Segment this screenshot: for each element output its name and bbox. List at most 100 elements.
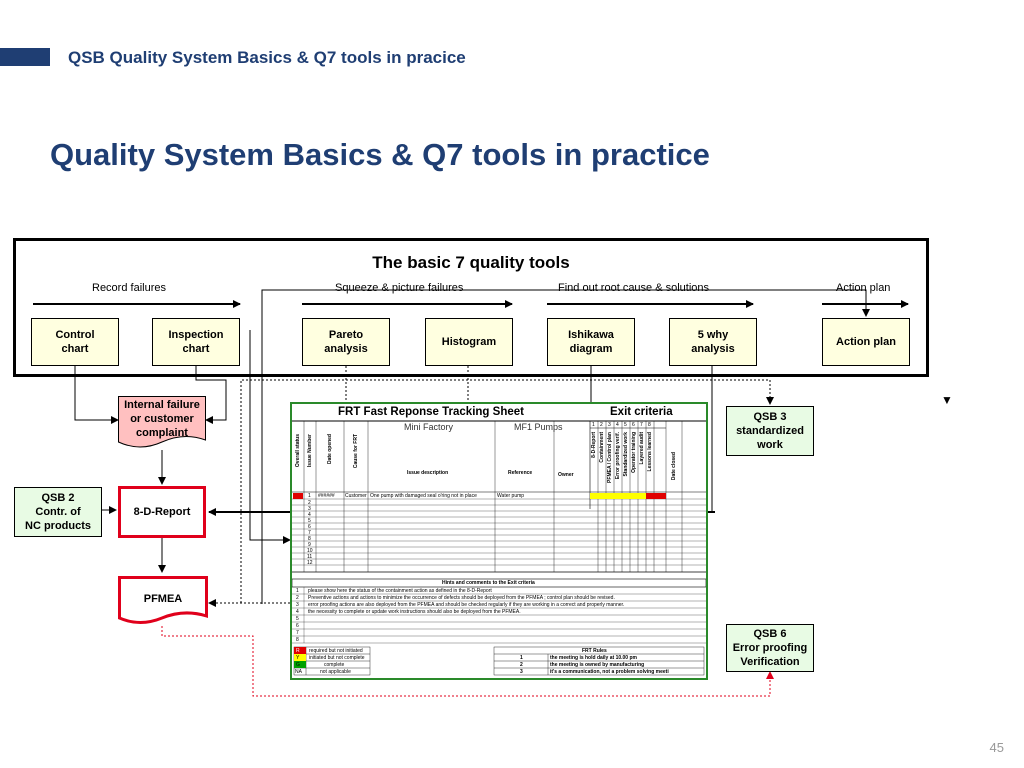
exit-number: 8 (648, 422, 651, 428)
rule-text: the meeting is owned by manufacturing (550, 662, 645, 668)
exit-number: 2 (600, 422, 603, 428)
hint-number: 4 (296, 609, 299, 615)
row-number: 7 (308, 530, 311, 536)
column-header: Overall status (295, 434, 301, 468)
sheet-title: FRT Fast Reponse Tracking Sheet (338, 406, 524, 418)
column-header: Issue Number (307, 434, 313, 468)
legend-code: NA (295, 669, 302, 675)
frt-tracking-sheet: FRT Fast Reponse Tracking Sheet Exit cri… (290, 402, 708, 680)
legend-text: required but not initiated (309, 648, 363, 654)
control-chart-box: Control chart (31, 318, 119, 366)
row-number: 9 (308, 542, 311, 548)
histogram-box: Histogram (425, 318, 513, 366)
eight-d-report-box: 8-D-Report (118, 486, 206, 538)
rule-number: 3 (520, 669, 523, 675)
exit-criteria-title: Exit criteria (610, 406, 673, 418)
ishikawa-diagram-box: Ishikawa diagram (547, 318, 635, 366)
hint-number: 1 (296, 588, 299, 594)
pfmea-shape (118, 576, 208, 624)
five-why-analysis-box: 5 why analysis (669, 318, 757, 366)
row-1-date: ###### (318, 493, 335, 499)
page-number: 45 (989, 740, 1004, 755)
row-number: 2 (308, 500, 311, 506)
sheet-subtitle-factory: Mini Factory (404, 422, 454, 432)
phase-label-action-plan: Action plan (836, 282, 891, 294)
row-1-number: 1 (308, 493, 311, 499)
column-header: Owner (558, 472, 574, 478)
exit-number: 3 (608, 422, 611, 428)
row-1-issue: One pump with damaged seal o'ring not in… (370, 493, 477, 499)
hint-text: error proofing actions are also deployed… (308, 602, 625, 608)
sheet-grid (292, 420, 706, 676)
hint-text: Preventive actions and actions to minimi… (308, 595, 615, 601)
row-number: 6 (308, 524, 311, 530)
sheet-subtitle-line: MF1 Pumps (514, 422, 563, 432)
row-number: 5 (308, 518, 311, 524)
internal-failure-shape (118, 396, 206, 448)
rule-number: 2 (520, 662, 523, 668)
legend-code: R (296, 648, 300, 654)
slide-header-title: QSB Quality System Basics & Q7 tools in … (68, 48, 466, 67)
exit-column-header: Date closed (671, 452, 677, 481)
hint-number: 6 (296, 623, 299, 629)
exit-number: 6 (632, 422, 635, 428)
hint-number: 3 (296, 602, 299, 608)
hint-number: 8 (296, 637, 299, 643)
qsb6-box: QSB 6 Error proofing Verification (726, 624, 814, 672)
exit-number: 7 (640, 422, 643, 428)
exit-column-header: PFMEA / Control plan (607, 432, 613, 483)
exit-number: 5 (624, 422, 627, 428)
row-1-reference: Water pump (497, 493, 525, 499)
pareto-analysis-box: Pareto analysis (302, 318, 390, 366)
rule-number: 1 (520, 655, 523, 661)
column-header: Issue description (407, 470, 449, 476)
hint-number: 5 (296, 616, 299, 622)
exit-column-header: Error proofing verif. (615, 432, 621, 480)
legend-text: initiated but not complete (309, 655, 365, 661)
exit-column-header: 8-D-Report (591, 432, 597, 458)
legend-code: G (296, 662, 300, 668)
column-header: Cause for FRT (353, 434, 359, 469)
hint-number: 7 (296, 630, 299, 636)
pfmea-label: PFMEA (143, 593, 183, 605)
header-accent-bar (0, 48, 50, 66)
quality-tools-panel (13, 238, 929, 377)
phase-label-squeeze: Squeeze & picture failures (335, 282, 464, 294)
exit-column-header: Operator training (631, 432, 637, 473)
hint-text: the necessity to complete or update work… (308, 609, 521, 615)
row-number: 12 (307, 560, 313, 566)
exit-column-header: Containment (599, 432, 605, 463)
legend-text: not applicable (320, 669, 351, 675)
legend-text: complete (324, 662, 345, 668)
qsb2-box: QSB 2 Contr. of NC products (14, 487, 102, 537)
row-number: 3 (308, 506, 311, 512)
quality-tools-title: The basic 7 quality tools (372, 253, 570, 272)
qsb3-box: QSB 3 standardized work (726, 406, 814, 456)
internal-failure-label: Internal failure or customer complaint (124, 399, 200, 439)
hint-number: 2 (296, 595, 299, 601)
exit-column-header: Standardized work (623, 432, 629, 477)
hint-text: please show here the status of the conta… (308, 588, 492, 594)
phase-label-root-cause: Find out root cause & solutions (558, 282, 710, 294)
row-number: 10 (307, 548, 313, 554)
exit-number: 4 (616, 422, 619, 428)
column-header: Date opened (327, 434, 333, 465)
inspection-chart-box: Inspection chart (152, 318, 240, 366)
exit-column-header: Layered audit (639, 432, 645, 465)
column-header: Reference (508, 470, 533, 476)
exit-number: 1 (592, 422, 595, 428)
row-number: 8 (308, 536, 311, 542)
action-plan-box: Action plan (822, 318, 910, 366)
rules-title: FRT Rules (582, 648, 607, 654)
page-title: Quality System Basics & Q7 tools in prac… (50, 137, 710, 172)
phase-label-record: Record failures (92, 282, 166, 294)
legend-code: Y (296, 655, 300, 661)
hints-title: Hints and comments to the Exit criteria (442, 580, 535, 586)
rule-text: it's a communication, not a problem solv… (550, 669, 669, 675)
rule-text: the meeting is hold daily at 10.00 pm (550, 655, 637, 661)
exit-column-header: Lessons learned (647, 432, 653, 472)
row-number: 4 (308, 512, 311, 518)
row-1-cause: Customer (345, 493, 367, 499)
triangle-marker-icon: ▼ (941, 393, 953, 407)
row-number: 11 (307, 554, 313, 560)
